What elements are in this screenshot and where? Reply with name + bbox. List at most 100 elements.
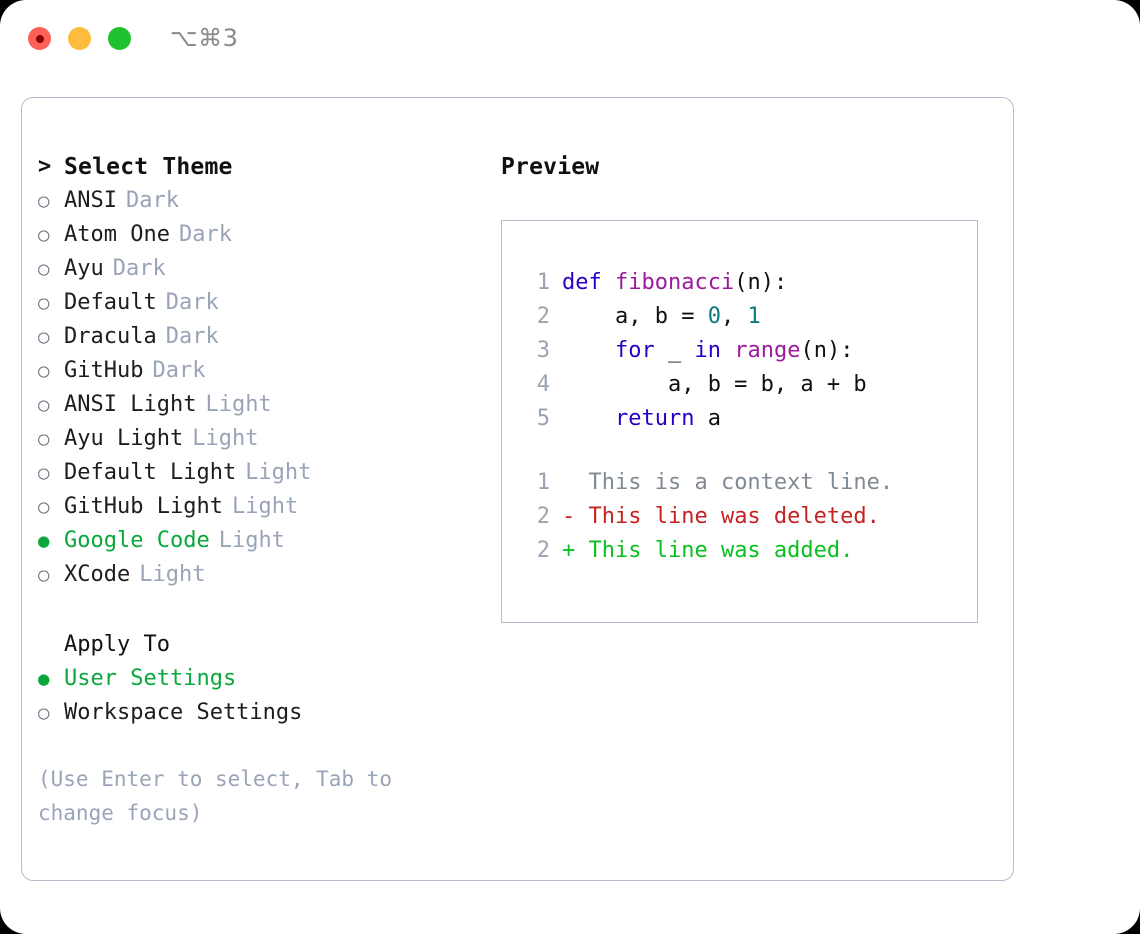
code-line: 2 a, b = 0, 1 — [516, 300, 977, 334]
code-text: a, b = b, a + b — [562, 368, 867, 402]
radio-unselected-icon: ○ — [38, 190, 50, 212]
theme-variant-badge: Light — [218, 528, 285, 553]
keyboard-shortcut-label: ⌥⌘3 — [170, 24, 239, 52]
theme-option-label: XCode — [64, 562, 131, 587]
theme-variant-badge: Dark — [165, 324, 219, 349]
token-pln: _ — [654, 338, 695, 363]
spacer — [38, 592, 488, 628]
token-pln: a, b = — [562, 304, 708, 329]
theme-variant-badge: Dark — [112, 256, 166, 281]
token-pln: a — [694, 406, 721, 431]
code-line: 3 for _ in range(n): — [516, 334, 977, 368]
theme-variant-badge: Light — [205, 392, 272, 417]
radio-unselected-icon: ○ — [38, 360, 50, 382]
theme-option-default[interactable]: ○ Default Dark — [38, 286, 488, 320]
spacer — [38, 730, 488, 762]
radio-unselected-icon: ○ — [38, 496, 50, 518]
diff-text: This line was deleted. — [575, 504, 880, 529]
theme-option-label: Default Light — [64, 460, 237, 485]
diff-marker: + — [562, 538, 576, 563]
token-num: 1 — [747, 304, 761, 329]
token-pln: (n): — [800, 338, 854, 363]
token-kw: return — [614, 406, 695, 431]
theme-option-google-code[interactable]: ● Google Code Light — [38, 524, 488, 558]
caret-icon: > — [38, 154, 52, 179]
token-pln — [562, 406, 615, 431]
theme-option-label: GitHub Light — [64, 494, 223, 519]
line-number: 1 — [536, 470, 550, 495]
line-number: 2 — [536, 504, 550, 529]
theme-option-label: Default — [64, 290, 157, 315]
theme-option-ayu[interactable]: ○ Ayu Dark — [38, 252, 488, 286]
radio-selected-icon: ● — [38, 668, 50, 690]
diff-text: This is a context line. — [575, 470, 894, 495]
token-fn: range — [734, 338, 801, 363]
token-kw: for — [614, 338, 655, 363]
radio-unselected-icon: ○ — [38, 326, 50, 348]
theme-option-xcode[interactable]: ○ XCode Light — [38, 558, 488, 592]
theme-variant-badge: Light — [139, 562, 206, 587]
radio-unselected-icon: ○ — [38, 564, 50, 586]
theme-option-label: ANSI — [64, 188, 117, 213]
radio-unselected-icon: ○ — [38, 428, 50, 450]
apply-to-option-user-settings[interactable]: ● User Settings — [38, 662, 488, 696]
token-pln: , — [720, 304, 748, 329]
radio-unselected-icon: ○ — [38, 224, 50, 246]
apply-to-label: Apply To — [64, 632, 170, 657]
theme-variant-badge: Light — [231, 494, 299, 519]
apply-to-option-workspace-settings[interactable]: ○ Workspace Settings — [38, 696, 488, 730]
diff-line: 2- This line was deleted. — [516, 500, 977, 534]
theme-option-label: GitHub — [64, 358, 144, 383]
radio-selected-icon: ● — [38, 530, 50, 552]
apply-to-option-list: ● User Settings ○ Workspace Settings — [38, 662, 488, 730]
select-theme-heading: > Select Theme — [38, 150, 488, 184]
theme-variant-badge: Dark — [152, 358, 206, 383]
code-text: return a — [562, 402, 721, 436]
code-text: def fibonacci(n): — [562, 266, 787, 300]
theme-option-label: ANSI Light — [64, 392, 197, 417]
theme-option-github[interactable]: ○ GitHub Dark — [38, 354, 488, 388]
token-num: 0 — [707, 304, 721, 329]
line-number: 4 — [536, 372, 550, 397]
preview-title: Preview — [501, 154, 600, 180]
radio-unselected-icon: ○ — [38, 462, 50, 484]
theme-variant-badge: Dark — [165, 290, 219, 315]
minimize-window-button[interactable] — [68, 27, 91, 50]
token-pln: (n): — [734, 270, 788, 295]
radio-unselected-icon: ○ — [38, 702, 50, 724]
diff-line: 2+ This line was added. — [516, 534, 977, 568]
theme-variant-badge: Dark — [125, 188, 179, 213]
line-number: 2 — [536, 538, 550, 563]
radio-unselected-icon: ○ — [38, 394, 50, 416]
theme-option-label: Google Code — [64, 528, 210, 553]
title-bar: ⌥⌘3 — [0, 0, 1140, 76]
token-pln — [562, 338, 615, 363]
theme-option-github-light[interactable]: ○ GitHub Light Light — [38, 490, 488, 524]
token-kw: def — [562, 270, 615, 295]
token-pln — [721, 338, 734, 363]
close-window-button[interactable] — [28, 27, 51, 50]
radio-unselected-icon: ○ — [38, 258, 50, 280]
apply-to-option-label: Workspace Settings — [64, 700, 303, 725]
radio-unselected-icon: ○ — [38, 292, 50, 314]
maximize-window-button[interactable] — [108, 27, 131, 50]
theme-option-label: Dracula — [64, 324, 157, 349]
diff-marker: - — [562, 504, 576, 529]
spacer — [516, 436, 977, 466]
apply-to-heading: Apply To — [38, 628, 488, 662]
theme-option-label: Ayu — [64, 256, 104, 281]
theme-option-ansi-light[interactable]: ○ ANSI Light Light — [38, 388, 488, 422]
theme-option-ansi[interactable]: ○ ANSI Dark — [38, 184, 488, 218]
theme-option-dracula[interactable]: ○ Dracula Dark — [38, 320, 488, 354]
apply-to-option-label: User Settings — [64, 666, 237, 691]
